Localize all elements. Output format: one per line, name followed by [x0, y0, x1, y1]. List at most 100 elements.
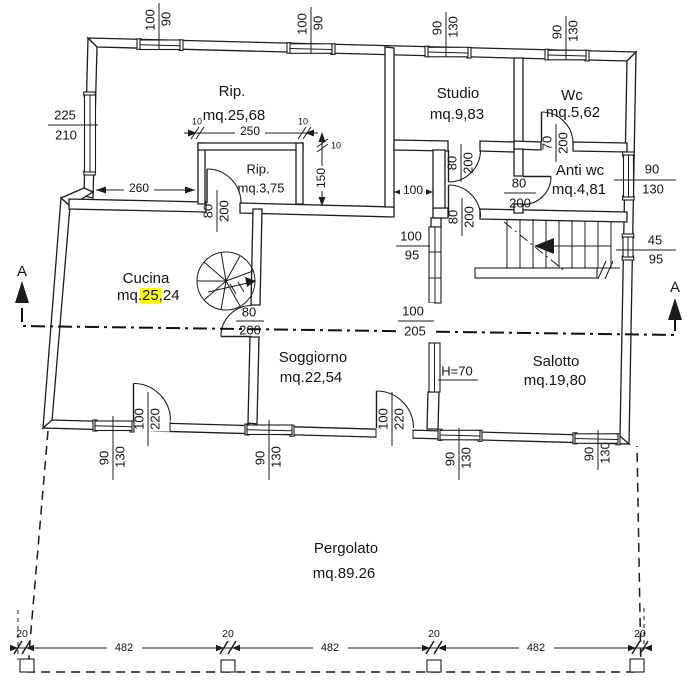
section-line: A A	[15, 263, 682, 337]
stair-direction-arrow	[534, 238, 554, 254]
window-label-bottom1-h: 130	[112, 446, 127, 468]
dim-10-b: 10	[298, 116, 308, 126]
room-label-rip-big: Rip.	[219, 83, 246, 100]
room-area-salotto: mq.19,80	[524, 372, 587, 389]
room-area-wc: mq.5,62	[546, 104, 600, 121]
dim-10-c: 10	[331, 140, 341, 150]
room-label-cucina: Cucina	[123, 270, 170, 287]
window-labels: 100 90 100 90 90 130 90 130 225 210 90 1…	[48, 3, 676, 480]
room-labels: Rip. mq.25,68 Rip. mq.3,75 Studio mq.9,8…	[117, 83, 606, 582]
dim-20-1: 20	[16, 628, 28, 640]
room-label-soggiorno: Soggiorno	[279, 349, 347, 366]
dim-482-3: 482	[527, 642, 545, 654]
door-label-wc-w: 70	[539, 136, 554, 150]
window-label-bottom4-w: 90	[581, 447, 596, 461]
door-label-antiwc-h: 200	[509, 195, 531, 210]
room-label-wc: Wc	[561, 87, 583, 104]
window-label-top1-w: 100	[142, 9, 157, 31]
room-label-pergolato: Pergolato	[314, 540, 378, 557]
pergola-pillar	[629, 658, 645, 673]
room-label-salotto: Salotto	[533, 353, 580, 370]
room-area-cucina: mq.25,24	[117, 287, 180, 304]
window-label-bottom2-w: 90	[252, 451, 267, 465]
opening-label-2-w: 100	[402, 303, 424, 318]
door-label-cucina-h: 220	[147, 408, 162, 430]
window-label-bottom2-h: 130	[268, 446, 283, 468]
dim-20-3: 20	[428, 628, 440, 640]
window-label-top4-h: 130	[565, 20, 580, 42]
room-area-rip-small: mq.3,75	[238, 180, 285, 195]
pergola-pillar	[426, 659, 442, 673]
section-label-left: A	[17, 263, 27, 280]
room-label-rip-small: Rip.	[246, 161, 269, 176]
door-symbols	[132, 111, 574, 429]
door-label-hall-h: 200	[461, 206, 476, 228]
window-label-bottom3-h: 130	[458, 447, 473, 469]
window-label-bottom3-w: 90	[442, 452, 457, 466]
linear-dim-labels: 260 250 150 100 10 10 10	[129, 116, 423, 197]
opening-label-1-w: 100	[400, 228, 422, 243]
closet-walls	[197, 142, 304, 205]
window-label-right1-h: 130	[642, 181, 664, 196]
door-label-soggiorno-w: 100	[375, 408, 390, 430]
window-label-top1-h: 90	[158, 12, 173, 26]
opening-labels: 100 95 100 205 H=70	[396, 228, 478, 381]
door-label-studio-w: 80	[444, 156, 459, 170]
dim-250: 250	[240, 124, 260, 138]
room-area-rip-big: mq.25,68	[203, 107, 266, 124]
window-label-bottom4-h: 130	[597, 442, 612, 464]
section-label-right: A	[670, 279, 680, 296]
door-label-soggiorno-h: 220	[391, 408, 406, 430]
interior-walls	[68, 46, 628, 430]
room-area-pergolato: mq.89.26	[313, 565, 376, 582]
door-label-antiwc-w: 80	[512, 175, 526, 190]
door-label-ripsmall-w: 80	[200, 204, 215, 218]
pergolato-boundary	[19, 430, 645, 673]
dim-482-2: 482	[321, 642, 339, 654]
dim-100: 100	[403, 183, 423, 197]
window-label-right2-h: 95	[649, 251, 663, 266]
door-gap-soggiorno	[376, 427, 413, 439]
main-staircase	[474, 219, 620, 280]
door-label-studio-h: 200	[460, 152, 475, 174]
window-label-top4-w: 90	[549, 25, 564, 39]
section-arrow-right	[668, 298, 682, 320]
spiral-staircase	[196, 251, 256, 311]
door-label-hall-w: 80	[445, 210, 460, 224]
room-label-antiwc: Anti wc	[556, 162, 605, 179]
room-area-studio: mq.9,83	[430, 106, 484, 123]
window-label-right2-w: 45	[648, 232, 662, 247]
window-label-left-h: 210	[55, 127, 77, 142]
door-label-cucina-w: 100	[131, 408, 146, 430]
door-labels: 100 220 100 220 80 200 80 200 80 200 70 …	[131, 124, 570, 446]
dimension-lines	[96, 126, 433, 206]
section-arrow-left	[15, 281, 29, 303]
dim-482-1: 482	[115, 642, 133, 654]
highlight-mark	[140, 288, 161, 304]
bottom-dimension-chain	[10, 608, 652, 660]
window-label-top3-w: 90	[429, 21, 444, 35]
room-label-studio: Studio	[437, 85, 480, 102]
door-gap-cucina	[133, 419, 170, 432]
low-wall-label: H=70	[441, 363, 472, 378]
dim-20-4: 20	[634, 628, 646, 640]
window-label-bottom1-w: 90	[96, 451, 111, 465]
pergola-pillar	[220, 659, 236, 673]
window-label-top3-h: 130	[445, 16, 460, 38]
door-label-cucsog-h: 200	[239, 322, 261, 337]
window-label-top2-h: 90	[310, 16, 325, 30]
opening-label-2-h: 205	[404, 323, 426, 338]
pergola-pillar	[19, 658, 35, 673]
room-area-antiwc: mq.4,81	[552, 181, 606, 198]
room-area-soggiorno: mq.22,54	[280, 369, 343, 386]
opening-label-1-h: 95	[405, 247, 419, 262]
dim-10-a: 10	[192, 116, 202, 126]
bottom-chain-labels: 20 20 20 20 482 482 482	[16, 628, 646, 654]
door-label-cucsog-w: 80	[242, 304, 256, 319]
door-label-ripsmall-h: 200	[216, 200, 231, 222]
window-label-top2-w: 100	[294, 13, 309, 35]
dim-20-2: 20	[222, 628, 234, 640]
window-label-right1-w: 90	[645, 161, 659, 176]
